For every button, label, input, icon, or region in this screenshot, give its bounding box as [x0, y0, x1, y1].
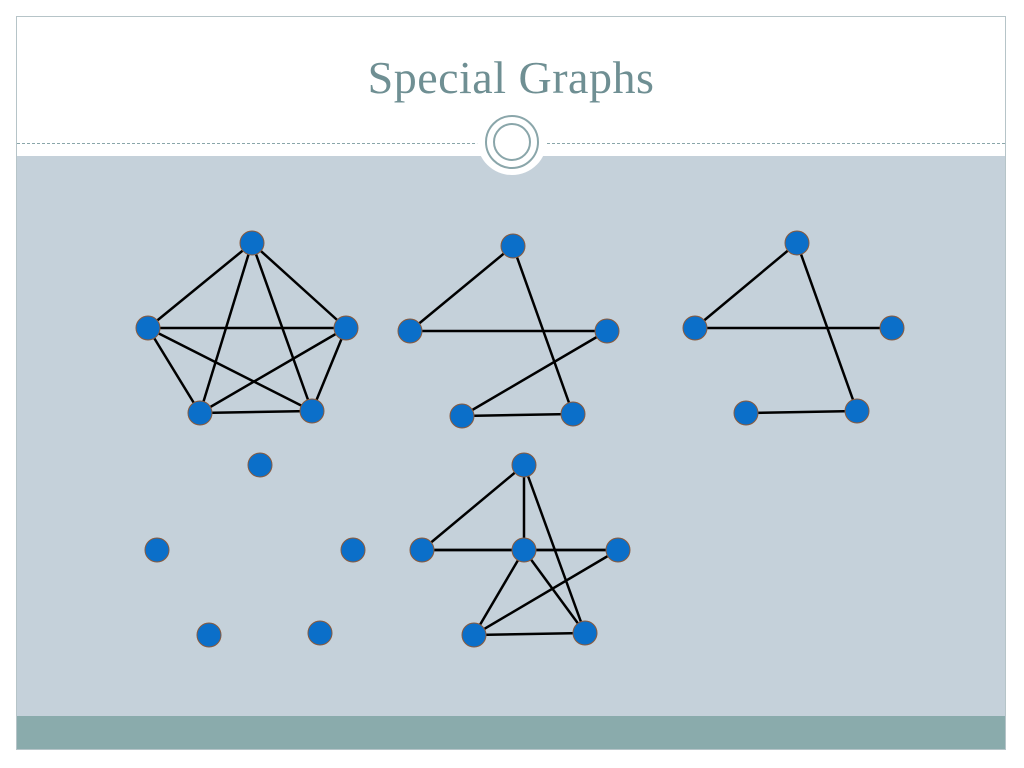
- empty-graph-5-node-1: [144, 537, 170, 563]
- path-graph-p5-node-3: [733, 400, 759, 426]
- path-graph-p5-node-4: [844, 398, 870, 424]
- complete-graph-k5-edge-5: [146, 327, 202, 414]
- path-graph-p5-node-2: [879, 315, 905, 341]
- complete-graph-k5-edge-8: [310, 327, 348, 412]
- cycle-graph-c5: [397, 233, 620, 429]
- path-graph-p5-node-0: [784, 230, 810, 256]
- empty-graph-5-node-2: [340, 537, 366, 563]
- cycle-graph-c5-edge-3: [461, 412, 574, 418]
- slide: Special Graphs: [16, 16, 1006, 750]
- cycle-graph-c5-edge-4: [511, 245, 575, 415]
- cycle-graph-c5-node-0: [500, 233, 526, 259]
- wheel-graph-w5-edge-3: [473, 631, 586, 637]
- complete-graph-k5-edge-1: [251, 242, 347, 329]
- cycle-graph-c5-node-3: [449, 403, 475, 429]
- complete-graph-k5-edge-6: [147, 326, 313, 413]
- path-graph-p5-edge-3: [745, 409, 858, 415]
- complete-graph-k5-edge-7: [199, 326, 347, 415]
- wheel-graph-w5-node-2: [605, 537, 631, 563]
- empty-graph-5-node-3: [196, 622, 222, 648]
- empty-graph-5-node-4: [307, 620, 333, 646]
- complete-graph-k5-node-3: [187, 400, 213, 426]
- wheel-graph-w5-edge-8: [472, 549, 526, 636]
- path-graph-p5-edge-0: [694, 242, 798, 329]
- wheel-graph-w5-node-5: [511, 537, 537, 563]
- empty-graph-5-node-0: [247, 452, 273, 478]
- path-graph-p5-node-1: [682, 315, 708, 341]
- wheel-graph-w5-edge-9: [522, 549, 587, 634]
- circle-ornament-icon: [485, 115, 539, 169]
- empty-graph-5: [144, 452, 366, 648]
- slide-title: Special Graphs: [367, 52, 655, 103]
- wheel-graph-w5-edge-0: [421, 464, 525, 551]
- cycle-graph-c5-edge-2: [461, 329, 608, 418]
- wheel-graph-w5-node-1: [409, 537, 435, 563]
- complete-graph-k5-node-1: [135, 315, 161, 341]
- complete-graph-k5-node-4: [299, 398, 325, 424]
- complete-graph-k5-edge-0: [147, 242, 253, 329]
- wheel-graph-w5-node-4: [572, 620, 598, 646]
- complete-graph-k5-node-0: [239, 230, 265, 256]
- circle-ornament-inner: [493, 123, 531, 161]
- wheel-graph-w5: [409, 452, 631, 648]
- cycle-graph-c5-node-1: [397, 318, 423, 344]
- cycle-graph-c5-node-2: [594, 318, 620, 344]
- footer-bar: [17, 716, 1005, 749]
- wheel-graph-w5-node-0: [511, 452, 537, 478]
- complete-graph-k5-node-2: [333, 315, 359, 341]
- complete-graph-k5: [135, 230, 359, 426]
- path-graph-p5-edge-2: [795, 242, 859, 412]
- wheel-graph-w5-edge-2: [473, 548, 619, 637]
- cycle-graph-c5-node-4: [560, 401, 586, 427]
- complete-graph-k5-edge-9: [199, 409, 313, 415]
- path-graph-p5: [682, 230, 905, 426]
- wheel-graph-w5-node-3: [461, 622, 487, 648]
- cycle-graph-c5-edge-0: [409, 245, 514, 332]
